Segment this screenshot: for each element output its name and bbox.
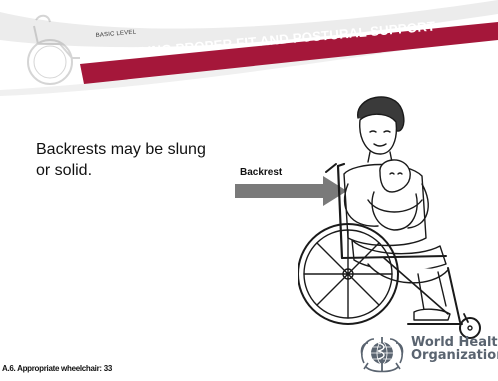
wheelchair-user-illustration bbox=[298, 96, 481, 339]
header-banner bbox=[0, 0, 498, 110]
backrest-label: Backrest bbox=[240, 167, 283, 178]
body-text-line-2: or solid. bbox=[36, 162, 93, 179]
who-logo-text: World Health Organization bbox=[411, 336, 498, 362]
banner-strip bbox=[80, 22, 498, 84]
body-text-line-1: Backrests may be slung bbox=[36, 141, 206, 158]
body-text: Backrests may be slung or solid. bbox=[36, 139, 236, 181]
right-arrow-icon bbox=[235, 176, 347, 206]
wheelchair-watermark-icon bbox=[27, 14, 80, 85]
slide-reference: A.6. Appropriate wheelchair: 33 bbox=[2, 364, 112, 373]
who-logo-line-1: World Health bbox=[411, 335, 498, 350]
who-logo-line-2: Organization bbox=[411, 348, 498, 363]
who-logo-icon bbox=[360, 337, 404, 373]
